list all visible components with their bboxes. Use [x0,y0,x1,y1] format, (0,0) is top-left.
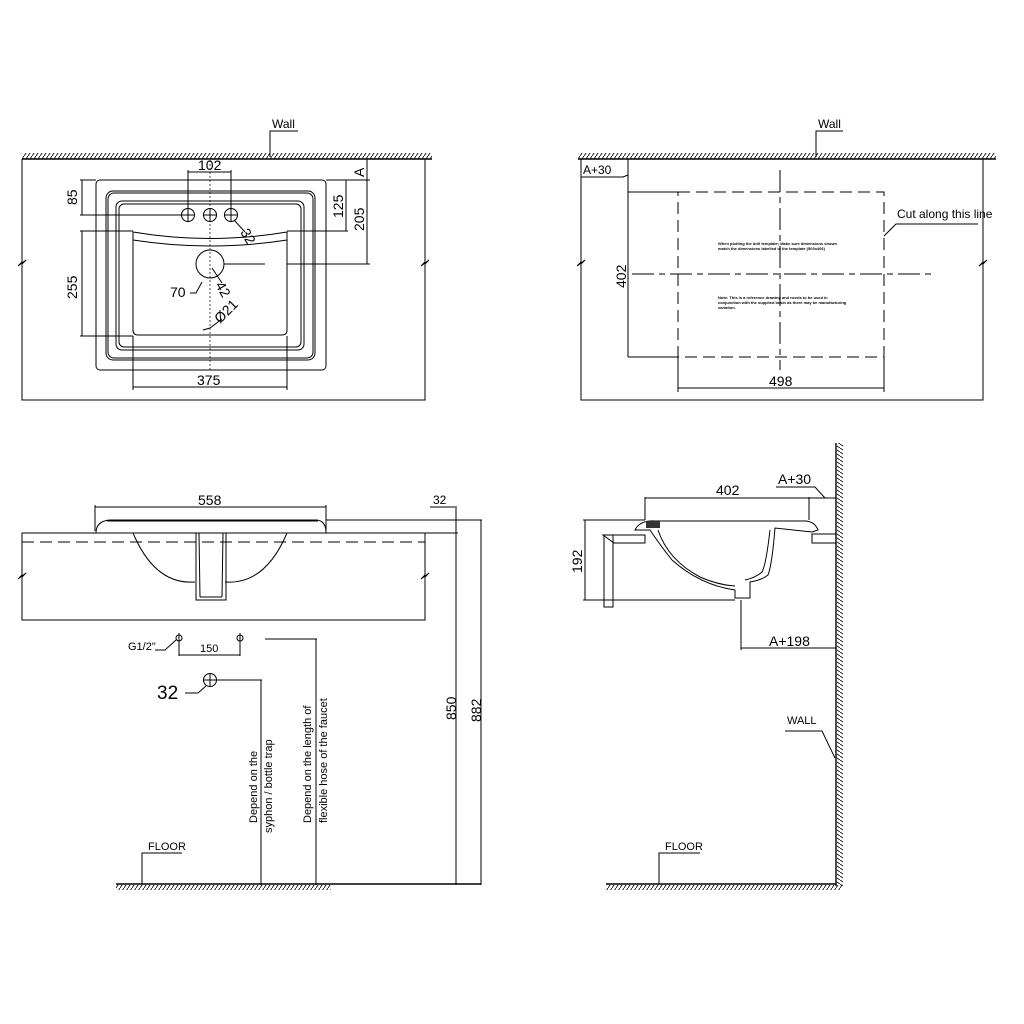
side-height-dim: 192 [569,549,585,573]
hose-note: Depend on the length of [302,705,314,823]
dim-back-to-drain: 205 [351,207,367,231]
hose-note-2: flexible hose of the faucet [318,698,330,823]
dim-back-to-bowl: 125 [330,194,346,218]
front-view: 558 32 850 882 150 G1/2" 32 Depend on th… [17,492,484,890]
front-height-850: 850 [443,696,459,720]
supply-valves [175,633,244,656]
side-waste-offset: A+198 [769,633,810,649]
template-note-2c: variation. [718,305,736,310]
front-supply-spacing: 150 [200,643,218,655]
template-note-1: When plotting the drill template; Make s… [718,241,837,246]
wall-hatch [837,443,843,886]
floor-hatch [606,885,842,890]
side-wall-label: WALL [787,715,817,727]
template-note-2: Note: This is a reference drawing and ne… [718,295,828,300]
tap-holes [181,208,238,222]
front-basin-width: 558 [198,492,222,508]
template-note-1b: match the dimensions labelled in the tem… [718,246,826,251]
front-rim-height: 32 [433,493,447,507]
front-waste-label: 32 [157,683,178,704]
front-floor-label: FLOOR [148,841,186,853]
side-offset-label: A+30 [778,471,811,487]
template-width-dim: 498 [769,373,793,389]
dim-drain-inner: 42 [212,279,234,301]
side-floor-label: FLOOR [665,841,703,853]
dim-wall-offset: A [351,167,367,177]
wall-hatch [22,153,432,159]
cut-label: Cut along this line [897,207,993,221]
dim-bowl-depth: 255 [64,275,80,299]
side-view: FLOOR WALL 402 A+30 192 A+198 [569,443,843,890]
floor-hatch [116,885,331,890]
wall-hatch [578,153,996,159]
syphon-note-2: syphon / bottle trap [263,739,275,833]
seal [646,521,660,528]
template-note-2b: conjunction with the supplied basin as t… [718,300,847,305]
syphon-note: Depend on the [248,751,260,823]
template-offset-label: A+30 [583,163,612,177]
dim-tap-spacing: 102 [198,157,222,173]
dim-tap-to-back: 85 [64,189,80,205]
dim-bowl-width: 375 [197,372,221,388]
side-depth-dim: 402 [716,482,740,498]
front-height-882: 882 [468,698,484,722]
front-thread-label: G1/2" [128,641,156,653]
template-height-dim: 402 [613,264,629,288]
dim-tap-hole: 32 [237,226,259,248]
template-view: Wall A+30 402 498 Cut along this line Wh… [576,117,996,401]
wall-label: Wall [818,117,841,131]
dim-overflow: Ø21 [211,296,241,326]
dim-drain-outer: 70 [170,284,186,300]
top-view: Wall 102 85 [17,117,432,401]
wall-label: Wall [272,117,295,131]
